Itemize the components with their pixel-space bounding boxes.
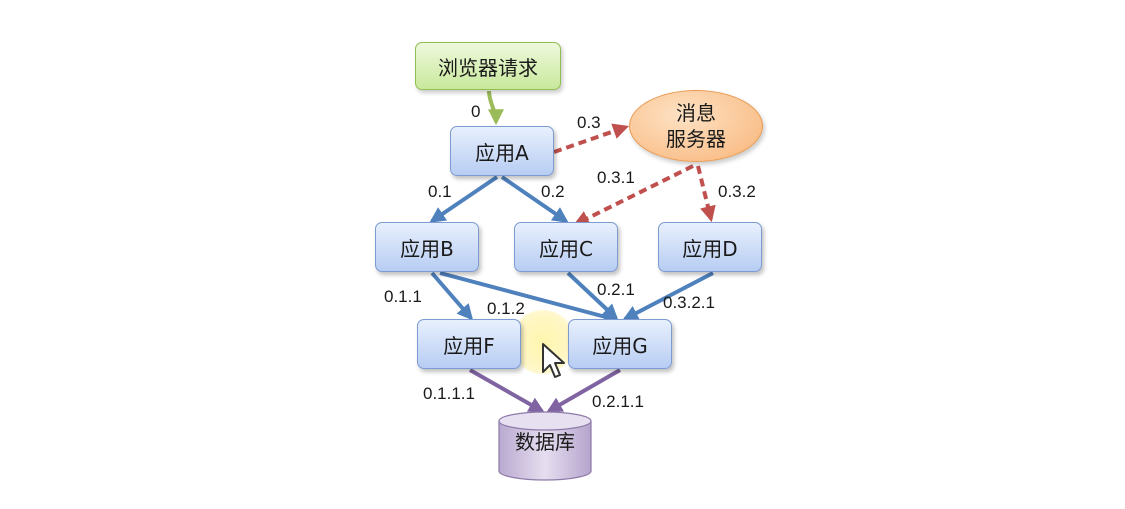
edge-label-0-3-1: 0.3.1 — [597, 168, 635, 187]
edge-b-to-f — [430, 271, 474, 321]
edge-label-0-2-1-1: 0.2.1.1 — [592, 392, 644, 411]
edge-b-to-g — [439, 271, 621, 325]
database-label: 数据库 — [515, 430, 575, 454]
message-server-label-line2: 服务器 — [666, 127, 726, 151]
app-g-node: 应用G — [568, 319, 672, 369]
edge-d-to-g — [622, 271, 714, 321]
edge-label-0-3-2-1: 0.3.2.1 — [663, 293, 715, 312]
app-c-node: 应用C — [514, 222, 618, 272]
app-b-label: 应用B — [400, 236, 454, 261]
edge-label-0-1: 0.1 — [428, 182, 452, 201]
database-cylinder — [498, 411, 592, 481]
message-server-node: 消息 服务器 — [629, 90, 763, 162]
edge-label-0: 0 — [471, 102, 481, 121]
edge-a-to-c — [500, 175, 569, 223]
edge-message-server-to-c — [573, 164, 694, 226]
app-a-node: 应用A — [450, 126, 554, 176]
app-d-label: 应用D — [682, 236, 738, 261]
edge-a-to-b — [429, 175, 499, 223]
edge-label-0-1-1-1: 0.1.1.1 — [423, 384, 475, 403]
message-server-label-line1: 消息 — [676, 101, 716, 125]
edge-label-0-2: 0.2 — [541, 182, 565, 201]
edge-label-0-3-2: 0.3.2 — [718, 182, 756, 201]
app-g-label: 应用G — [592, 333, 648, 358]
app-a-label: 应用A — [475, 140, 529, 165]
app-f-node: 应用F — [417, 319, 521, 369]
edge-g-to-database — [546, 368, 622, 413]
edge-label-0-2-1: 0.2.1 — [597, 280, 635, 299]
browser-request-label: 浏览器请求 — [438, 55, 538, 80]
app-d-node: 应用D — [658, 222, 762, 272]
edge-label-0-1-2: 0.1.2 — [487, 299, 525, 318]
browser-request-node: 浏览器请求 — [415, 42, 561, 90]
app-c-label: 应用C — [539, 236, 593, 261]
edge-browser-to-a — [487, 90, 504, 126]
app-f-label: 应用F — [443, 333, 495, 358]
edge-label-0-1-1: 0.1.1 — [384, 287, 422, 306]
edge-f-to-database — [469, 368, 545, 413]
edge-c-to-g — [566, 271, 619, 321]
edge-label-0-3: 0.3 — [577, 113, 601, 132]
mouse-pointer-icon — [542, 343, 565, 378]
app-b-node: 应用B — [375, 222, 479, 272]
edge-message-server-to-d — [696, 165, 716, 223]
